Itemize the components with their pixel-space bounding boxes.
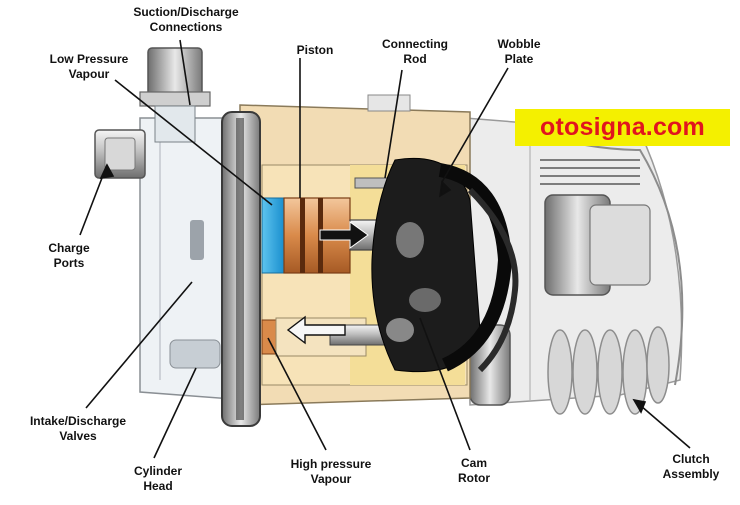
label-high-pressure-vapour: High pressure Vapour xyxy=(290,457,372,486)
label-low-pressure-vapour: Low Pressure Vapour xyxy=(49,52,129,81)
flow-arrows xyxy=(286,221,369,345)
label-wobble-plate: Wobble Plate xyxy=(497,37,541,66)
label-cam-rotor: Cam Rotor xyxy=(458,456,490,485)
label-cylinder-head: Cylinder Head xyxy=(133,464,182,493)
suction-discharge-fitting xyxy=(139,47,211,143)
watermark-badge: otosigna.com xyxy=(515,109,730,146)
label-clutch-assembly: Clutch Assembly xyxy=(662,452,720,481)
leader-lines xyxy=(79,39,691,459)
wobble-plate xyxy=(371,157,519,373)
housing-flange xyxy=(221,111,261,427)
label-suction-discharge-connections: Suction/Discharge Connections xyxy=(133,5,239,34)
label-charge-ports: Charge Ports xyxy=(48,241,90,270)
label-piston: Piston xyxy=(296,43,334,57)
label-connecting-rod: Connecting Rod xyxy=(382,37,448,66)
label-intake-discharge-valves: Intake/Discharge Valves xyxy=(29,414,127,443)
charge-port-fitting xyxy=(94,129,146,179)
cylinder-head xyxy=(139,117,246,401)
